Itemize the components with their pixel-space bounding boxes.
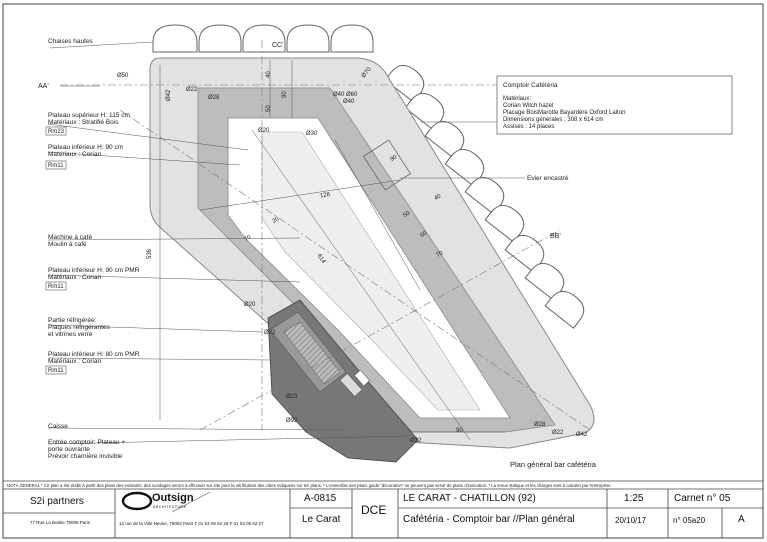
dim-d20b: Ø20	[244, 302, 256, 308]
dim-d22: Ø22	[186, 87, 198, 93]
fridge-hatch	[283, 321, 341, 385]
chair	[152, 24, 198, 53]
dim-d23: Ø23	[286, 394, 298, 400]
outsign-logo-icon	[121, 491, 211, 513]
phase: DCE	[361, 503, 387, 517]
dim-d42: Ø42	[166, 89, 172, 101]
dim-d32: Ø32	[410, 438, 422, 444]
tag-rm23: Rm23	[48, 129, 65, 135]
dim-90: 90	[282, 91, 288, 98]
plan-title: Plan général bar cafétéria	[510, 460, 597, 469]
dim-70: 70	[243, 234, 252, 243]
axis-lines	[60, 40, 591, 431]
chair	[330, 24, 374, 53]
sink-outline	[363, 139, 411, 191]
drawing-code: A-0815	[304, 493, 337, 504]
label-entry-door: porte ouvrante	[48, 446, 90, 453]
label-top-lower-mat: Matériaux : Corian	[48, 151, 101, 158]
dim-90c: 90	[456, 428, 463, 434]
title-block-grid	[3, 489, 763, 538]
dim-40b: 40	[433, 193, 442, 202]
carnet-number: Carnet n° 05	[674, 493, 731, 504]
date: 20/10/17	[615, 516, 647, 525]
label-sink: Evier encastré	[527, 175, 569, 182]
dim-d60: Ø60	[346, 92, 358, 98]
label-section-bb: BB'	[550, 233, 561, 240]
label-section-aa: AA'	[38, 83, 49, 90]
dim-d22b: Ø22	[264, 330, 276, 336]
dim-20: 20	[271, 216, 280, 225]
label-top-upper: Plateau supérieur H: 115 cm	[48, 112, 130, 119]
chair	[242, 24, 286, 53]
logo-address: 12 rue de la Ville Neuve, 75002 Paris T …	[119, 521, 264, 526]
label-coffee-machine: Machine à café	[48, 234, 92, 241]
general-note: NOTA GENERAL * Ce plan a été établi à pa…	[7, 483, 612, 488]
tag-rm11-a: Rm11	[48, 163, 64, 169]
dim-70b: 70	[435, 250, 444, 259]
dim-50: 50	[266, 105, 272, 112]
spec-line-1: Matériaux:	[503, 96, 531, 102]
spec-line-2: Corian Witch hazel	[503, 103, 553, 109]
tag-rm11-c: Rm11	[48, 368, 64, 374]
label-top-lower: Plateau inférieur H: 90 cm	[48, 144, 123, 151]
dim-60b: 60	[419, 230, 428, 239]
dim-d40b: Ø40	[343, 99, 355, 105]
project-name: LE CARAT - CHATILLON (92)	[403, 493, 536, 504]
label-fridge-plates: Plaques réfrigérantes	[48, 324, 111, 331]
label-pmr-mat: Matériaux : Corian	[48, 274, 101, 281]
chairs-right-row	[384, 64, 585, 329]
label-cash: Caisse	[48, 423, 68, 430]
dim-d50: Ø50	[117, 73, 129, 79]
logo-name: Outsign	[152, 492, 194, 504]
dim-d92: Ø92	[286, 418, 298, 424]
label-fridge-glass: et vitrines verre	[48, 331, 93, 338]
label-fridge: Partie réfrigérée:	[48, 317, 97, 324]
dim-d28b: Ø28	[534, 422, 546, 428]
dim-d30: Ø30	[306, 131, 318, 137]
label-low80: Plateau inférieur H: 80 cm PMR	[48, 351, 140, 358]
dim-d28: Ø28	[208, 95, 220, 101]
spec-title: Comptoir Cafétéria	[503, 82, 558, 89]
work-strip	[261, 131, 481, 411]
dim-d42b: Ø42	[576, 432, 588, 438]
tag-rm11-b: Rm11	[48, 284, 64, 290]
dim-90b: 90	[389, 154, 398, 163]
dim-536: 536	[147, 248, 153, 259]
label-chairs: Chaises hautes	[48, 38, 94, 45]
spec-line-5: Assises : 14 places	[503, 124, 554, 130]
dim-40: 40	[266, 71, 272, 78]
label-pmr: Plateau inférieur H: 90 cm PMR	[48, 267, 140, 274]
dim-126: 126	[320, 192, 332, 200]
dim-d20: Ø20	[258, 128, 270, 134]
logo-subtitle: ARCHITECTURE	[153, 505, 187, 509]
chairs-top-row	[152, 24, 374, 53]
dim-d40: Ø40	[333, 92, 345, 98]
firm-name: S2i partners	[30, 496, 84, 507]
revision: A	[738, 514, 745, 525]
chair	[198, 24, 242, 53]
leader-lines	[47, 41, 525, 445]
drawing-title: Cafétéria - Comptoir bar //Plan général	[403, 514, 575, 525]
chair	[286, 24, 330, 53]
spec-box	[496, 75, 733, 135]
dim-50b: 50	[402, 210, 411, 219]
dim-614: 614	[316, 253, 327, 265]
label-low80-mat: Matériaux : Corian	[48, 358, 101, 365]
spec-line-3: Placage BoisMarotte Bayardère Oxford Lai…	[503, 110, 625, 116]
firm-address: 77 Rue La Boétie 75008 Paris	[30, 520, 91, 525]
scale: 1:25	[624, 493, 644, 504]
site-name: Le Carat	[302, 514, 341, 525]
label-section-cc: CC'	[272, 42, 283, 49]
label-coffee-grinder: Moulin à café	[48, 241, 87, 248]
spec-line-4: Dimensions générales : 308 x 614 cm	[503, 117, 603, 123]
dim-d22c: Ø22	[552, 430, 564, 436]
cash-register	[339, 373, 363, 397]
label-top-upper-mat: Matériaux : Stratifié Bois	[48, 119, 119, 126]
label-entry: Entrée comptoir: Plateau +	[48, 439, 125, 446]
cash-drawer	[353, 369, 371, 387]
sheet-number: n° 05a20	[673, 516, 706, 525]
dimension-lines	[159, 60, 505, 441]
label-entry-hinge: Prévoir charnière invisible	[48, 453, 123, 460]
